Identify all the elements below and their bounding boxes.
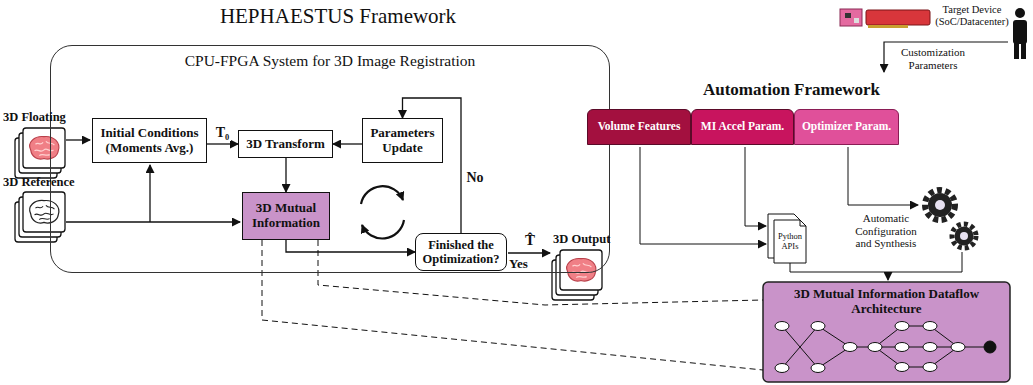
node-text: Optimizer Param.	[802, 120, 891, 133]
flow-arrow	[286, 240, 415, 252]
node-text: 3D Mutual Information	[246, 201, 326, 231]
customization-wire	[884, 42, 1008, 72]
floating-volume	[15, 128, 65, 178]
flow-arrow	[333, 143, 362, 144]
dataflow-graph	[775, 322, 996, 373]
device-label: Target Device (SoC/Datacenter)	[934, 4, 1010, 28]
edge-label: No	[464, 170, 485, 185]
python-icon	[768, 214, 806, 263]
dataflow-box: 3D Mutual Information Dataflow Architect…	[763, 282, 1010, 382]
edge-label: T₀	[214, 125, 232, 140]
icon-label: Python APIs	[774, 232, 806, 252]
target-devices	[840, 9, 930, 28]
gears	[925, 190, 976, 248]
module-box: Optimizer Param.	[794, 109, 899, 145]
node-text: Parameters Update	[366, 126, 439, 156]
param-label: Customization Parameters	[892, 46, 974, 71]
node-text: CPU-FPGA System for 3D Image Registratio…	[185, 52, 476, 70]
node-text: Automation Framework	[703, 80, 880, 100]
result-label: T̂	[525, 232, 545, 249]
node-text: 3D Transform	[246, 137, 325, 152]
output-volume	[552, 250, 602, 300]
automation-wires	[640, 147, 962, 280]
node-text: 3D Mutual Information Dataflow Architect…	[763, 287, 1010, 317]
input-label: 3D Floating	[3, 110, 73, 124]
accelerator-box: 3D Mutual Information	[242, 192, 330, 240]
step-label: Automatic Configuration and Synthesis	[848, 212, 924, 250]
flow-arrow	[207, 143, 238, 144]
flow-arrow	[285, 158, 286, 192]
dashed-link	[262, 240, 763, 370]
input-label: 3D Reference	[3, 175, 83, 189]
node-text: MI Accel Param.	[701, 120, 784, 133]
process-box: 3D Transform	[238, 130, 333, 158]
reference-volume	[15, 192, 65, 242]
branch-label: Yes	[509, 257, 539, 272]
module-box: Volume Features	[587, 109, 691, 145]
output-label: 3D Output	[553, 232, 613, 246]
node-text: Volume Features	[598, 120, 681, 133]
user-icon	[1013, 8, 1027, 59]
decision-box: Finished the Optimization?	[415, 233, 507, 271]
process-box: Parameters Update	[362, 118, 443, 163]
loop-arrows	[361, 186, 404, 238]
diagram-title: HEPHAESTUS Framework	[178, 4, 498, 28]
node-text: Finished the Optimization?	[418, 238, 504, 267]
process-box: Initial Conditions (Moments Avg.)	[92, 118, 207, 163]
node-text: Initial Conditions (Moments Avg.)	[96, 126, 203, 156]
module-box: MI Accel Param.	[691, 109, 794, 145]
dataflow-ground	[763, 282, 1010, 382]
